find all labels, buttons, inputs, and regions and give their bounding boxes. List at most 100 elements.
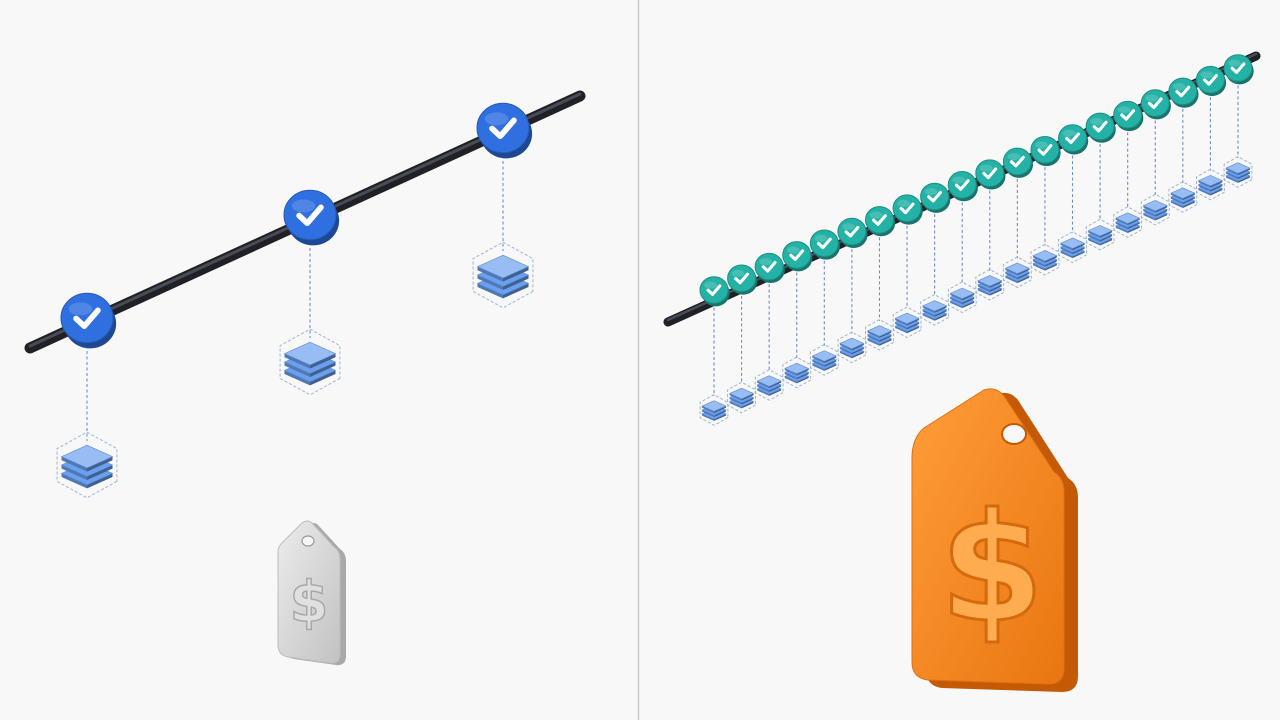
checkmark-icon	[982, 167, 998, 180]
stacked-layers-icon	[60, 444, 114, 489]
right-checkpoint-17	[1140, 89, 1171, 120]
stacked-layers-icon	[1087, 225, 1113, 246]
stacked-layers-icon	[756, 375, 782, 396]
right-checkpoint-16	[1113, 100, 1144, 132]
right-checkpoint-12	[1002, 147, 1034, 178]
right-snapshot-15	[1085, 218, 1115, 251]
right-snapshot-9	[920, 293, 950, 326]
stacked-layers-icon	[894, 312, 920, 334]
right-checkpoint-10	[947, 171, 978, 202]
right-checkpoint-14	[1058, 124, 1089, 155]
stacked-layers-icon	[728, 387, 755, 409]
right-checkpoint-4	[782, 241, 813, 272]
left-timeline	[24, 90, 586, 499]
right-checkpoint-6	[837, 217, 868, 248]
tag-hole	[1001, 423, 1027, 445]
left-checkpoint-1	[60, 292, 117, 349]
left-snapshot-3	[472, 241, 534, 309]
checkmark-icon	[296, 204, 324, 227]
checkmark-icon	[844, 225, 860, 238]
stacked-layers-icon	[1197, 174, 1224, 196]
stacked-layers-icon	[476, 254, 530, 299]
right-snapshot-10	[947, 281, 977, 314]
stacked-layers-icon	[866, 325, 893, 346]
right-checkpoint-2	[727, 264, 758, 295]
stacked-layers-icon	[977, 275, 1003, 296]
right-snapshot-19	[1196, 168, 1225, 201]
stacked-layers-icon	[839, 337, 865, 359]
checkmark-icon	[1009, 155, 1025, 168]
stacked-layers-icon	[921, 300, 948, 321]
right-snapshot-12	[1002, 256, 1032, 289]
left-price-symbol: $	[290, 570, 329, 635]
checkmark-icon	[1092, 120, 1108, 133]
right-snapshot-3	[754, 369, 784, 401]
right-checkpoint-13	[1030, 135, 1061, 167]
right-snapshot-17	[1140, 193, 1170, 226]
checkmark-icon	[489, 117, 517, 140]
stacked-layers-icon	[701, 400, 727, 421]
stacked-layers-icon	[811, 350, 837, 371]
right-snapshot-11	[975, 268, 1005, 301]
right-checkpoint-8	[892, 194, 923, 225]
checkmark-icon	[816, 237, 832, 250]
stacked-layers-icon	[1059, 237, 1086, 259]
right-snapshot-1	[699, 394, 729, 426]
stacked-layers-icon	[283, 341, 337, 386]
right-checkpoint-18	[1168, 77, 1199, 108]
checkmark-icon	[1175, 85, 1191, 98]
right-snapshot-18	[1168, 181, 1198, 213]
checkmark-icon	[73, 307, 101, 330]
right-checkpoint-15	[1085, 112, 1116, 143]
stacked-layers-icon	[1115, 212, 1141, 234]
checkmark-icon	[706, 284, 722, 296]
right-checkpoint-19	[1195, 65, 1227, 97]
right-snapshot-16	[1113, 206, 1143, 238]
left-checkpoint-2	[283, 189, 340, 246]
checkmark-icon	[1065, 132, 1080, 145]
right-checkpoint-11	[975, 159, 1006, 190]
right-snapshot-2	[727, 381, 756, 414]
checkmark-icon	[734, 272, 749, 285]
right-snapshot-14	[1058, 231, 1087, 264]
checkmark-icon	[1147, 97, 1163, 110]
stacked-layers-icon	[1032, 250, 1058, 271]
checkmark-icon	[1230, 62, 1246, 74]
right-timeline	[663, 51, 1261, 426]
right-snapshot-13	[1030, 243, 1060, 276]
right-snapshots	[699, 156, 1253, 426]
right-checkpoint-20	[1223, 54, 1254, 85]
tag-hole	[301, 535, 315, 547]
right-checkpoint-5	[809, 229, 840, 260]
checkmark-icon	[1120, 109, 1136, 121]
right-snapshot-7	[865, 318, 894, 351]
left-snapshot-2	[279, 328, 341, 396]
checkmark-icon	[927, 190, 943, 203]
stacked-layers-icon	[1170, 187, 1196, 208]
left-checkpoint-3	[476, 102, 533, 159]
checkmark-icon	[761, 260, 777, 273]
checkmark-icon	[899, 202, 915, 215]
right-snapshot-4	[782, 356, 812, 389]
right-price-symbol: $	[940, 482, 1044, 656]
left-connectors	[86, 150, 504, 441]
left-price-tag: $	[277, 520, 346, 666]
stacked-layers-icon	[784, 362, 810, 384]
left-snapshot-1	[56, 431, 118, 499]
left-checkpoints	[60, 102, 533, 349]
right-price-tag: $	[911, 388, 1078, 692]
left-snapshots	[56, 241, 534, 499]
stacked-layers-icon	[1142, 200, 1168, 221]
right-checkpoint-1	[699, 276, 730, 307]
stacked-layers-icon	[949, 287, 975, 309]
right-checkpoint-7	[864, 206, 896, 237]
checkmark-icon	[1203, 74, 1218, 86]
stacked-layers-icon	[1225, 162, 1251, 183]
right-snapshot-6	[837, 331, 867, 364]
checkmark-icon	[789, 249, 805, 261]
checkmark-icon	[872, 214, 887, 226]
right-checkpoint-3	[754, 252, 785, 284]
right-snapshot-20	[1223, 156, 1253, 188]
right-checkpoints	[699, 54, 1254, 307]
right-checkpoint-9	[920, 182, 951, 213]
